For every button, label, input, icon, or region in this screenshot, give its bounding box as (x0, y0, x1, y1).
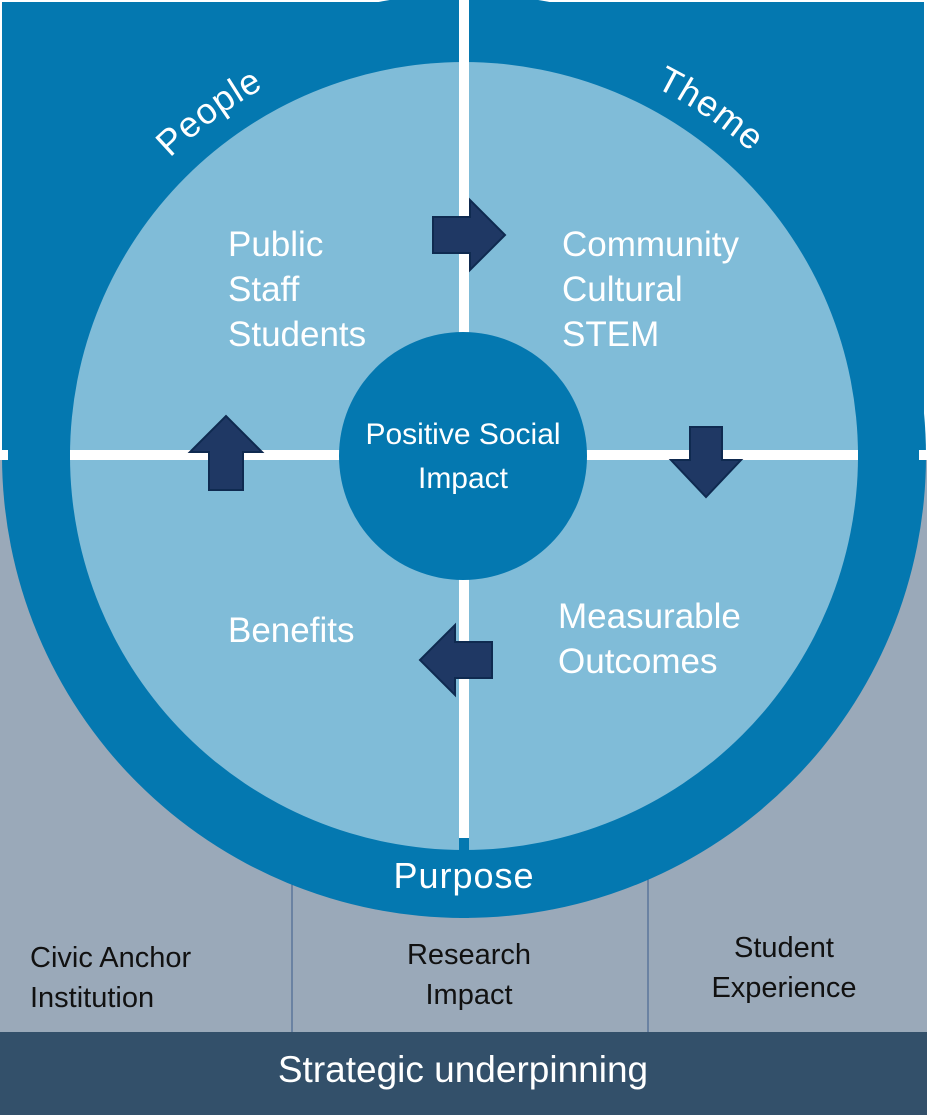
quadrant-people-line-3: Students (228, 315, 366, 354)
divider-ring-cover-right (858, 450, 927, 460)
quadrant-people-line-1: Public (228, 225, 323, 264)
quadrant-theme-line-1: Community (562, 225, 739, 264)
pillar-civic-line-1: Civic Anchor (30, 942, 192, 974)
divider-ring-cover-bottom (459, 838, 469, 918)
pillar-student-line-2: Experience (711, 972, 856, 1004)
arrow-left-icon (418, 622, 493, 698)
footer-bar (0, 1032, 927, 1115)
center-circle (339, 332, 587, 580)
arrow-down-icon (668, 426, 744, 499)
center-text-line-1: Positive Social (365, 418, 560, 451)
divider-horizontal-right (586, 450, 927, 460)
center-text-line-2: Impact (418, 462, 509, 495)
quadrant-outcomes-line-2: Outcomes (558, 642, 718, 681)
pillar-student-line-1: Student (734, 932, 834, 964)
quadrant-theme-line-2: Cultural (562, 270, 683, 309)
quadrant-outcomes-line-1: Measurable (558, 597, 741, 636)
footer-label: Strategic underpinning (278, 1049, 648, 1090)
arrow-right-icon (432, 197, 507, 273)
divider-ring-edge-right (919, 450, 927, 460)
quadrant-theme-line-3: STEM (562, 315, 659, 354)
divider-ring-cover-left (0, 450, 70, 460)
arrow-up-icon (187, 414, 265, 491)
ring-label-purpose: Purpose (393, 855, 534, 896)
pillar-research-line-2: Impact (425, 979, 512, 1011)
pillar-research-line-1: Research (407, 939, 531, 971)
divider-horizontal-left (0, 450, 342, 460)
divider-ring-edge-left (0, 450, 8, 460)
pillar-civic-line-2: Institution (30, 982, 154, 1014)
quadrant-people-line-2: Staff (228, 270, 300, 309)
quadrant-benefits-line-1: Benefits (228, 611, 354, 650)
divider-vertical (459, 0, 469, 342)
divider-vertical-lower (459, 570, 469, 838)
